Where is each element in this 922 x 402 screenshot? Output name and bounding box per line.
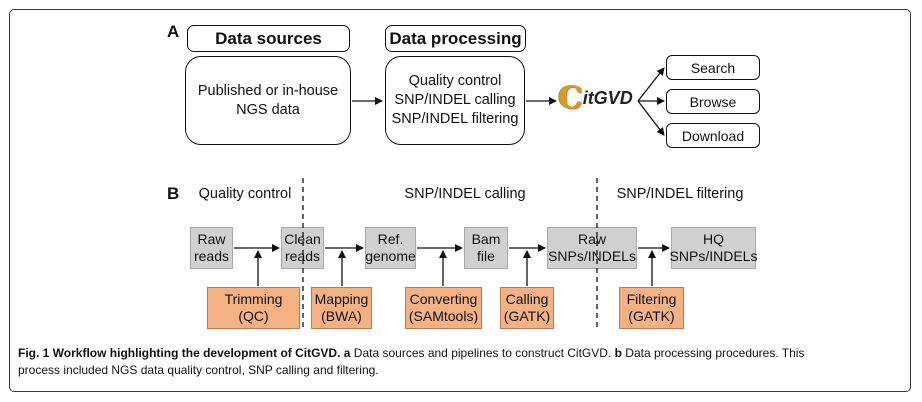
mapping-box: Mapping(BWA) xyxy=(311,287,372,329)
box-line: (QC) xyxy=(238,308,269,324)
data-sources-box: Published or in-house NGS data xyxy=(185,56,351,145)
filtering-box: Filtering(GATK) xyxy=(619,287,684,329)
box-line: reads xyxy=(284,248,321,264)
download-output-box: Download xyxy=(666,123,760,148)
box-line: file xyxy=(477,248,495,264)
caption-line-1: Fig. 1 Workflow highlighting the develop… xyxy=(18,345,906,362)
caption-line-2: process included NGS data quality contro… xyxy=(18,363,379,377)
caption-fig-label: Fig. 1 Workflow highlighting the develop… xyxy=(18,346,341,360)
box-line: HQ xyxy=(703,231,724,247)
box-line: Ref. xyxy=(377,231,404,247)
stage-label-calling: SNP/INDEL calling xyxy=(404,186,526,202)
box-line: (BWA) xyxy=(321,308,362,324)
trimming-box: Trimming(QC) xyxy=(207,287,300,329)
figure-caption: Fig. 1 Workflow highlighting the develop… xyxy=(18,345,906,379)
box-line: genome xyxy=(365,248,416,264)
caption-b-text: Data processing procedures. This xyxy=(621,346,805,360)
caption-a-label: a xyxy=(343,346,351,360)
box-line: Raw xyxy=(197,231,226,247)
data-processing-box: Quality control SNP/INDEL calling SNP/IN… xyxy=(385,56,525,145)
box-line: Bam xyxy=(471,231,501,247)
ref-genome-box: Ref.genome xyxy=(365,227,416,269)
data-processing-header: Data processing xyxy=(385,25,526,52)
box-line: (GATK) xyxy=(503,308,551,324)
figure-frame xyxy=(9,9,911,392)
browse-output-box: Browse xyxy=(666,89,760,114)
converting-box: Converting(SAMtools) xyxy=(405,287,482,329)
stage-label-qc: Quality control xyxy=(198,186,292,202)
box-line: (SAMtools) xyxy=(408,308,479,324)
panel-a-letter: A xyxy=(167,22,180,41)
search-output-box: Search xyxy=(666,55,760,80)
caption-b-label: b xyxy=(614,346,622,360)
box-line: Clean xyxy=(284,231,321,247)
panel-b-letter: B xyxy=(167,184,180,203)
box-line: Mapping xyxy=(314,291,369,307)
data-sources-header: Data sources xyxy=(187,25,350,52)
sources-line: Published or in-house xyxy=(197,82,339,99)
box-line: Calling xyxy=(505,291,549,307)
caption-a-text: Data sources and pipelines to construct … xyxy=(350,346,615,360)
arrow-to-download xyxy=(637,100,665,136)
calling-box: Calling(GATK) xyxy=(500,287,554,329)
sources-line: NGS data xyxy=(236,101,300,118)
box-line: Filtering xyxy=(626,291,677,307)
processing-line: SNP/INDEL filtering xyxy=(391,111,519,127)
processing-line: Quality control xyxy=(408,73,502,89)
logo-initial: C xyxy=(558,80,583,116)
box-line: reads xyxy=(193,248,230,264)
box-line: SNPs/INDELs xyxy=(548,248,636,264)
box-line: Converting xyxy=(409,291,478,307)
box-line: Trimming xyxy=(224,291,283,307)
box-line: Raw xyxy=(577,231,606,247)
box-line: SNPs/INDELs xyxy=(669,248,758,264)
citgvd-logo: C itGVD xyxy=(558,80,633,116)
box-line: (GATK) xyxy=(628,308,675,324)
logo-text: itGVD xyxy=(582,87,633,108)
stage-label-filtering: SNP/INDEL filtering xyxy=(616,186,744,202)
arrow-to-search xyxy=(637,67,665,102)
processing-line: SNP/INDEL calling xyxy=(394,92,516,108)
